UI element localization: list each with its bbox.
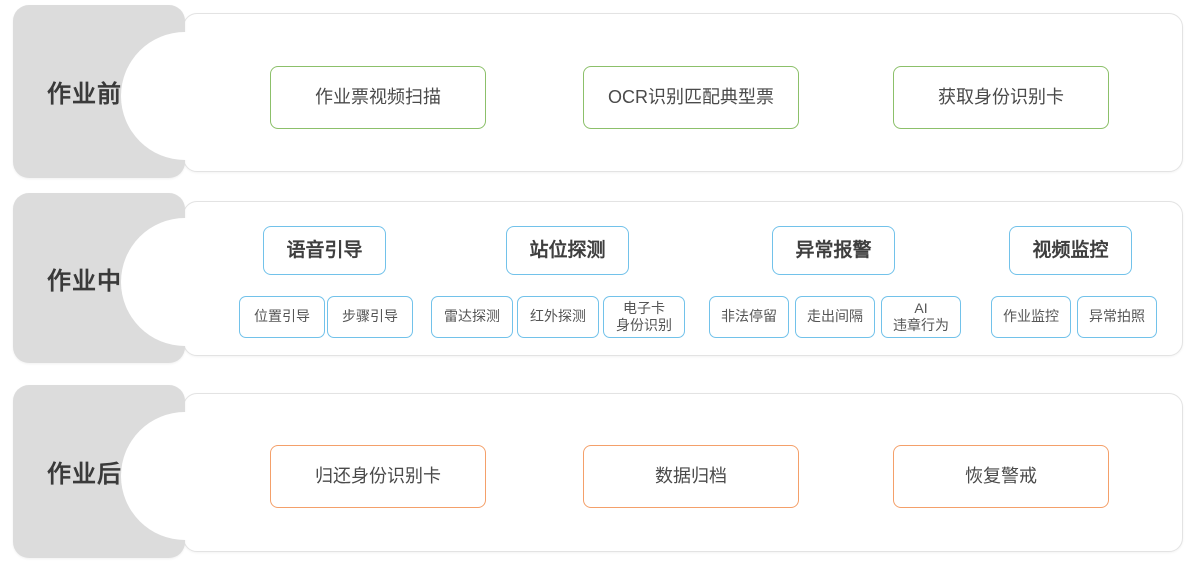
group-label: 站位探测 xyxy=(529,239,606,261)
group-during-2[interactable]: 异常报警 xyxy=(772,226,895,275)
group-during-0[interactable]: 语音引导 xyxy=(263,226,386,275)
phase-tab-during[interactable]: 作业中 xyxy=(13,193,249,363)
group-during-1[interactable]: 站位探测 xyxy=(506,226,629,275)
node-before-1[interactable]: OCR识别匹配典型票 xyxy=(583,66,799,129)
node-label: 获取身份识别卡 xyxy=(938,87,1064,108)
group-label: 视频监控 xyxy=(1032,239,1109,261)
subnode-label: 雷达探测 xyxy=(444,308,500,326)
subnode-during-2-0[interactable]: 非法停留 xyxy=(709,296,789,338)
node-label: 作业票视频扫描 xyxy=(315,87,441,108)
phase-label-before: 作业前 xyxy=(47,81,122,108)
node-after-0[interactable]: 归还身份识别卡 xyxy=(270,445,486,508)
group-during-3[interactable]: 视频监控 xyxy=(1009,226,1132,275)
phase-row-after: 作业后 归还身份识别卡 数据归档 恢复警戒 xyxy=(0,385,1200,565)
subnode-label: AI 违章行为 xyxy=(893,300,949,335)
subnode-line1: 电子卡 xyxy=(623,299,665,316)
node-before-2[interactable]: 获取身份识别卡 xyxy=(893,66,1109,129)
subnode-line1: 雷达探测 xyxy=(444,308,500,325)
subnode-during-1-1[interactable]: 红外探测 xyxy=(517,296,599,338)
phase-label-during: 作业中 xyxy=(47,267,122,295)
node-after-2[interactable]: 恢复警戒 xyxy=(893,445,1109,508)
phase-row-before: 作业前 作业票视频扫描 OCR识别匹配典型票 获取身份识别卡 xyxy=(0,5,1200,185)
subnode-during-3-0[interactable]: 作业监控 xyxy=(991,296,1071,338)
subnode-label: 走出间隔 xyxy=(807,308,863,326)
subnode-label: 非法停留 xyxy=(721,308,777,326)
subnode-line1: 非法停留 xyxy=(721,308,777,325)
node-after-1[interactable]: 数据归档 xyxy=(583,445,799,508)
subnode-line1: 作业监控 xyxy=(1003,308,1059,325)
subnode-line1: 异常拍照 xyxy=(1089,308,1145,325)
subnode-label: 作业监控 xyxy=(1003,308,1059,326)
subnode-line1: AI xyxy=(914,299,928,316)
phase-row-during: 作业中 语音引导 位置引导 步骤引导 站位探测 雷达探测 xyxy=(0,193,1200,365)
subnode-label: 电子卡 身份识别 xyxy=(616,300,672,335)
subnode-during-0-1[interactable]: 步骤引导 xyxy=(327,296,413,338)
subnode-label: 位置引导 xyxy=(254,308,310,326)
subnode-during-3-1[interactable]: 异常拍照 xyxy=(1077,296,1157,338)
subnode-during-0-0[interactable]: 位置引导 xyxy=(239,296,325,338)
node-before-0[interactable]: 作业票视频扫描 xyxy=(270,66,486,129)
node-label: OCR识别匹配典型票 xyxy=(608,87,774,108)
node-label: 归还身份识别卡 xyxy=(315,466,441,487)
phase-tab-before[interactable]: 作业前 xyxy=(13,5,249,178)
subnode-line1: 位置引导 xyxy=(254,308,310,325)
subnode-line2: 身份识别 xyxy=(616,317,672,333)
subnode-label: 红外探测 xyxy=(530,308,586,326)
node-label: 恢复警戒 xyxy=(965,466,1037,487)
subnode-during-1-0[interactable]: 雷达探测 xyxy=(431,296,513,338)
subnode-label: 步骤引导 xyxy=(342,308,398,326)
subnode-line1: 红外探测 xyxy=(530,308,586,325)
subnode-during-2-2[interactable]: AI 违章行为 xyxy=(881,296,961,338)
subnode-during-1-2[interactable]: 电子卡 身份识别 xyxy=(603,296,685,338)
subnode-line2: 违章行为 xyxy=(893,317,949,333)
subnode-label: 异常拍照 xyxy=(1089,308,1145,326)
phase-tab-after[interactable]: 作业后 xyxy=(13,385,249,558)
node-label: 数据归档 xyxy=(655,466,727,487)
subnode-during-2-1[interactable]: 走出间隔 xyxy=(795,296,875,338)
group-label: 异常报警 xyxy=(795,239,872,261)
subnode-line1: 步骤引导 xyxy=(342,308,398,325)
group-label: 语音引导 xyxy=(286,239,363,261)
subnode-line1: 走出间隔 xyxy=(807,308,863,325)
phase-label-after: 作业后 xyxy=(47,461,122,488)
